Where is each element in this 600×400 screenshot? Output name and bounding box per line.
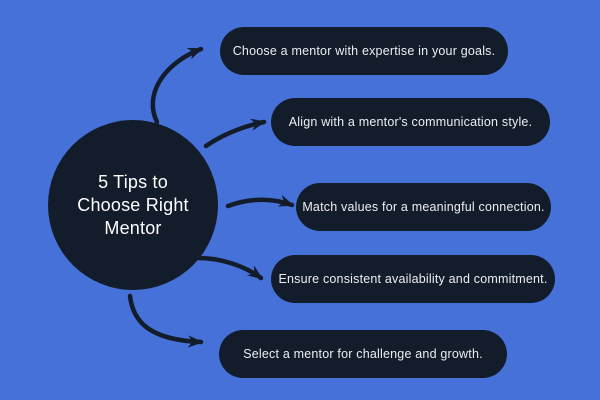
center-title-line-1: 5 Tips to — [98, 171, 168, 192]
tip-pill-1: Choose a mentor with expertise in your g… — [220, 27, 508, 75]
tip-pill-5: Select a mentor for challenge and growth… — [219, 330, 507, 378]
arrow-to-tip-5 — [127, 293, 204, 348]
center-title-line-3: Mentor — [104, 217, 162, 238]
arrow-to-tip-2 — [203, 118, 267, 149]
arrow-to-tip-4 — [195, 255, 264, 281]
tip-label-4: Ensure consistent availability and commi… — [278, 272, 548, 286]
tip-pill-2: Align with a mentor's communication styl… — [271, 98, 550, 146]
tip-pill-4: Ensure consistent availability and commi… — [271, 255, 555, 303]
center-topic-circle: 5 Tips to Choose Right Mentor — [48, 120, 218, 290]
arrow-to-tip-3 — [225, 194, 295, 209]
tip-label-5: Select a mentor for challenge and growth… — [243, 347, 483, 361]
center-title-line-2: Choose Right — [77, 194, 189, 215]
tip-pill-3: Match values for a meaningful connection… — [296, 183, 551, 231]
center-topic-title: 5 Tips to Choose Right Mentor — [77, 171, 188, 240]
tip-label-1: Choose a mentor with expertise in your g… — [232, 44, 496, 58]
tip-label-3: Match values for a meaningful connection… — [302, 200, 545, 214]
arrow-to-tip-1 — [150, 46, 204, 125]
tip-label-2: Align with a mentor's communication styl… — [288, 115, 533, 129]
